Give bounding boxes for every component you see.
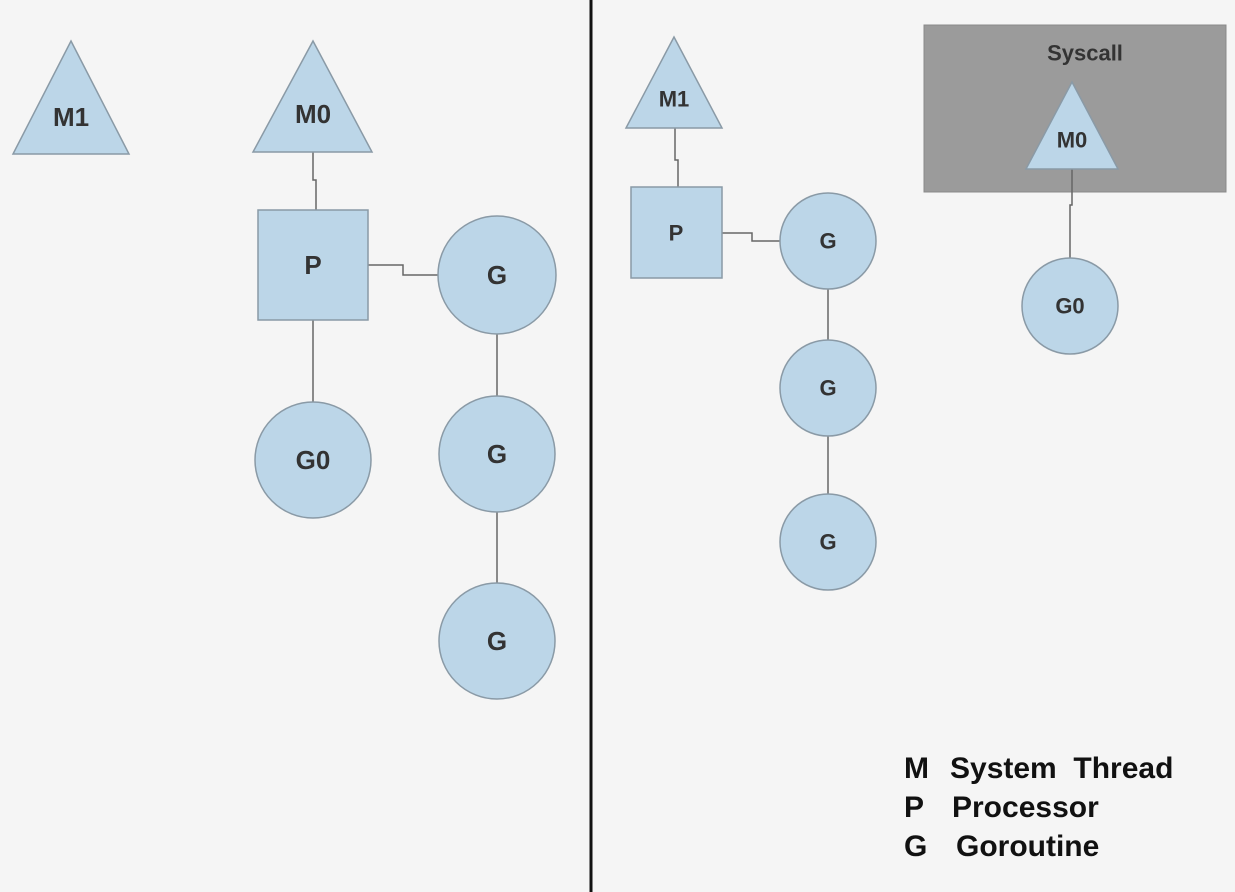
circle-shape [779,192,877,290]
circle-shape [437,215,557,335]
edge-m0-p [312,152,317,210]
legend-row-g: G Goroutine [904,827,1173,866]
node-label-m1-left: M1 [53,102,89,132]
node-label-g-left-3: G [487,626,507,656]
node-label-g-left-1: G [487,260,507,290]
goroutine-right-2: G [779,339,877,437]
node-label-g-left-2: G [487,439,507,469]
circle-shape [779,493,877,591]
legend-row-p: P Processor [904,788,1173,827]
legend-key: G [904,830,928,863]
processor-left: P [257,209,369,321]
goroutine-left-1: G [437,215,557,335]
node-label-m0-right: M0 [1057,128,1088,153]
circle-shape [438,395,556,513]
triangle-shape [624,35,724,129]
node-label-g-right-3: G [819,530,836,555]
thread-m1-right: M1 [624,35,724,129]
thread-m0-left: M0 [251,39,374,153]
square-shape [257,209,369,321]
thread-m0-syscall: M0 [1024,80,1120,170]
edge-p-g [368,264,438,276]
triangle-shape [11,39,131,155]
circle-shape [779,339,877,437]
triangle-shape [251,39,374,153]
legend-key: P [904,791,925,824]
goroutine-g0-right: G0 [1021,257,1119,355]
node-label-g-right-1: G [819,229,836,254]
legend-text: Processor [952,791,1099,824]
legend-text: Goroutine [956,830,1100,863]
edge-p-g-right [722,232,780,242]
thread-m1-left: M1 [11,39,131,155]
goroutine-right-1: G [779,192,877,290]
legend: M System Thread P Processor G Goroutine [904,749,1173,866]
node-label-p-left: P [304,250,321,280]
legend-text: System Thread [950,752,1174,785]
node-label-g0-right: G0 [1055,294,1084,319]
syscall-label: Syscall [1047,41,1123,66]
goroutine-left-2: G [438,395,556,513]
legend-key: M [904,752,929,785]
circle-shape [1021,257,1119,355]
node-label-m1-right: M1 [659,87,690,112]
goroutine-left-3: G [438,582,556,700]
circle-shape [438,582,556,700]
goroutine-right-3: G [779,493,877,591]
node-label-p-right: P [669,221,684,246]
circle-shape [254,401,372,519]
edge-m1-p-right [674,128,679,187]
node-label-g-right-2: G [819,376,836,401]
legend-row-m: M System Thread [904,749,1173,788]
triangle-shape [1024,80,1120,170]
node-label-g0-left: G0 [296,445,331,475]
square-shape [630,186,723,279]
goroutine-g0-left: G0 [254,401,372,519]
node-label-m0-left: M0 [295,99,331,129]
edge-m0-g0-right [1069,169,1073,259]
processor-right: P [630,186,723,279]
